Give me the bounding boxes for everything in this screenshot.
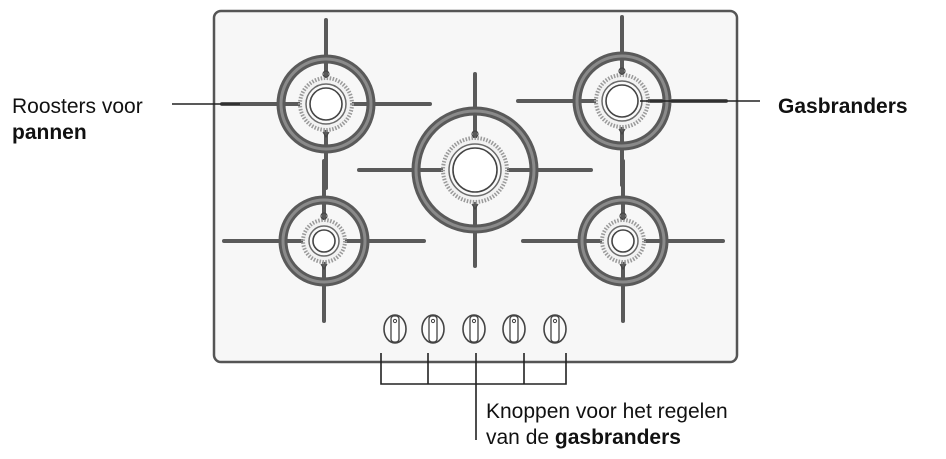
burners-label: Gasbranders: [778, 95, 908, 118]
burner-bottom-right: [521, 159, 725, 323]
grates-label: Roosters voor pannen: [12, 94, 143, 146]
burner-top-left: [220, 18, 432, 190]
control-knob-5[interactable]: [543, 314, 567, 344]
burner-top-right: [516, 15, 728, 187]
control-knob-2[interactable]: [421, 314, 445, 344]
knobs-label-line2: van de gasbranders: [486, 426, 681, 449]
burner-cap-top-left: [309, 87, 343, 121]
burner-bottom-left: [222, 159, 426, 323]
burner-cap-bottom-left: [312, 229, 336, 253]
control-knob-4[interactable]: [502, 314, 526, 344]
burner-cap-center: [452, 147, 498, 193]
knobs-label-line1: Knoppen voor het regelen: [486, 400, 728, 423]
control-knob-1[interactable]: [383, 314, 407, 344]
burner-cap-bottom-right: [611, 229, 635, 253]
burner-center: [357, 72, 593, 268]
knobs-label: Knoppen voor het regelen van de gasbrand…: [486, 399, 728, 451]
control-knob-3[interactable]: [462, 314, 486, 344]
leader-lines: [172, 100, 760, 440]
grates-label-line1: Roosters voor: [12, 95, 143, 118]
knobs-bracket: [380, 353, 567, 385]
burner-cap-top-right: [605, 84, 639, 118]
grates-label-line2: pannen: [12, 121, 87, 144]
